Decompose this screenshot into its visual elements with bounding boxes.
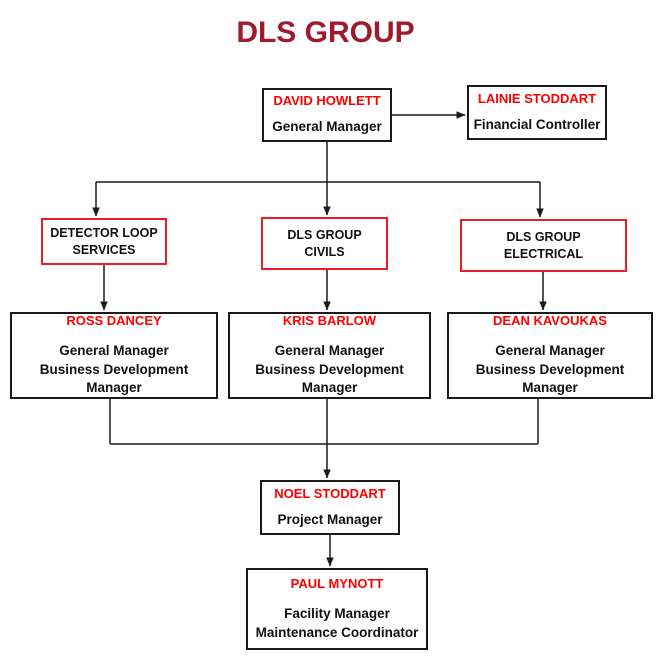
- person-role: Facility Manager: [284, 606, 390, 621]
- org-node-dls-group-electrical: DLS GROUP ELECTRICAL: [460, 219, 627, 272]
- person-role: General Manager: [495, 343, 605, 359]
- org-node-paul-mynott: PAUL MYNOTT Facility Manager Maintenance…: [246, 568, 428, 650]
- person-name: PAUL MYNOTT: [290, 576, 384, 591]
- person-role: General Manager: [274, 343, 385, 359]
- org-node-noel-stoddart: NOEL STODDART Project Manager: [260, 480, 400, 535]
- person-name: DAVID HOWLETT: [273, 93, 381, 109]
- person-role: Project Manager: [277, 511, 383, 527]
- person-name: DEAN KAVOUKAS: [493, 313, 607, 329]
- org-node-detector-loop-services: DETECTOR LOOP SERVICES: [41, 218, 167, 265]
- person-name: NOEL STODDART: [274, 485, 386, 501]
- org-node-dean-kavoukas: DEAN KAVOUKAS General Manager Business D…: [447, 312, 653, 399]
- person-role: Business Development Manager: [39, 361, 189, 396]
- unit-label-line2: ELECTRICAL: [503, 246, 584, 261]
- chart-title: DLS GROUP: [236, 16, 415, 49]
- person-role: Financial Controller: [473, 116, 601, 132]
- unit-label-line2: CIVILS: [304, 244, 345, 259]
- person-name: LAINIE STODDART: [477, 90, 597, 106]
- unit-label-line1: DLS GROUP: [506, 229, 581, 244]
- person-name: KRIS BARLOW: [282, 313, 377, 329]
- unit-label-line1: DETECTOR LOOP: [50, 225, 158, 240]
- org-node-lainie-stoddart: LAINIE STODDART Financial Controller: [467, 85, 607, 140]
- unit-label-line2: SERVICES: [72, 242, 136, 257]
- person-roles: Facility Manager Maintenance Coordinator: [256, 605, 419, 642]
- person-role: Business Development Manager: [255, 361, 404, 396]
- person-roles: General Manager Business Development Man…: [449, 342, 651, 398]
- org-node-ross-dancey: ROSS DANCEY General Manager Business Dev…: [10, 312, 218, 399]
- org-node-david-howlett: DAVID HOWLETT General Manager: [262, 88, 392, 142]
- person-role: General Manager: [272, 119, 382, 135]
- person-roles: General Manager Business Development Man…: [12, 342, 216, 398]
- org-node-kris-barlow: KRIS BARLOW General Manager Business Dev…: [228, 312, 431, 399]
- person-role: Business Development Manager: [475, 361, 625, 396]
- person-name: ROSS DANCEY: [66, 313, 162, 329]
- person-role: Maintenance Coordinator: [255, 624, 419, 640]
- person-role: General Manager: [59, 343, 169, 359]
- unit-label-line1: DLS GROUP: [287, 227, 362, 242]
- org-node-dls-group-civils: DLS GROUP CIVILS: [261, 217, 388, 270]
- person-roles: General Manager Business Development Man…: [230, 342, 429, 398]
